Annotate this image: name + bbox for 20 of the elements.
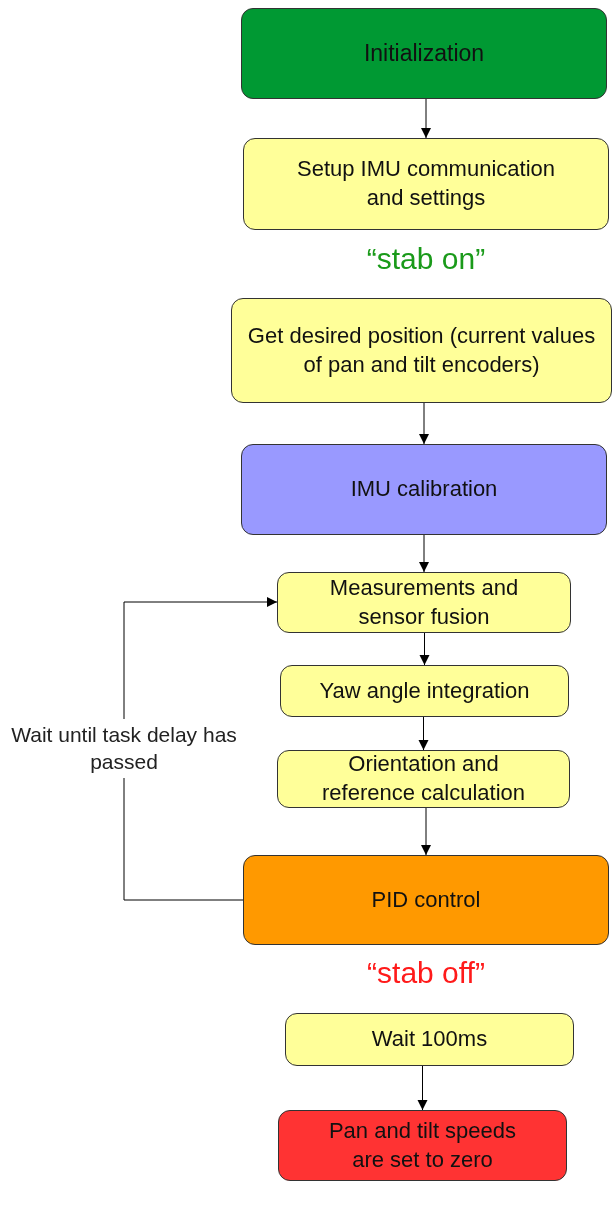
process-box: Orientation and reference calculation xyxy=(277,750,570,808)
arrow xyxy=(419,632,430,666)
state-label: “stab off” xyxy=(366,956,486,990)
process-box: IMU calibration xyxy=(241,444,607,535)
process-box: Yaw angle integration xyxy=(280,665,569,717)
process-box: Wait 100ms xyxy=(285,1013,574,1066)
process-box: Get desired position (current values of pan and tilt encoders) xyxy=(231,298,612,403)
arrow xyxy=(421,98,431,139)
process-box: Measurements and sensor fusion xyxy=(277,572,571,633)
process-box: PID control xyxy=(243,855,609,945)
process-box: Initialization xyxy=(241,8,607,99)
arrow xyxy=(418,716,429,751)
arrow xyxy=(123,597,278,901)
arrow xyxy=(419,534,429,573)
arrow xyxy=(419,402,429,445)
arrow xyxy=(417,1065,428,1111)
process-box: Pan and tilt speeds are set to zero xyxy=(278,1110,567,1181)
arrow xyxy=(421,807,431,856)
process-box: Setup IMU communication and settings xyxy=(243,138,609,230)
state-label: “stab on” xyxy=(365,242,487,276)
